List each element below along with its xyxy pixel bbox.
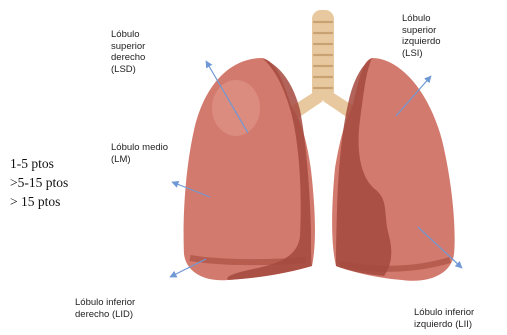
- legend-item: > 15 ptos: [10, 192, 68, 211]
- left-lung: [332, 58, 455, 281]
- label-lsd-line: Lóbulo: [111, 29, 145, 41]
- label-lid: Lóbulo inferior derecho (LID): [75, 297, 135, 320]
- label-lsd: Lóbulo superior derecho (LSD): [111, 29, 145, 75]
- score-legend: 1-5 ptos >5-15 ptos > 15 ptos: [10, 154, 68, 211]
- label-lsi-line: Lóbulo: [402, 13, 441, 25]
- label-lsi-line: (LSI): [402, 48, 441, 60]
- label-lsd-line: (LSD): [111, 64, 145, 76]
- right-lung: [184, 58, 315, 280]
- label-lsd-line: superior: [111, 41, 145, 53]
- label-lid-line: Lóbulo inferior: [75, 297, 135, 309]
- label-lm-line: (LM): [111, 154, 168, 166]
- label-lm: Lóbulo medio (LM): [111, 142, 168, 165]
- label-lsd-line: derecho: [111, 52, 145, 64]
- label-lm-line: Lóbulo medio: [111, 142, 168, 154]
- label-lii-line: Lóbulo inferior: [414, 307, 474, 319]
- legend-item: 1-5 ptos: [10, 154, 68, 173]
- label-lii-line: izquierdo (LII): [414, 319, 474, 331]
- label-lsi-line: superior: [402, 25, 441, 37]
- label-lid-line: derecho (LID): [75, 309, 135, 321]
- label-lsi-line: izquierdo: [402, 36, 441, 48]
- label-lii: Lóbulo inferior izquierdo (LII): [414, 307, 474, 330]
- label-lsi: Lóbulo superior izquierdo (LSI): [402, 13, 441, 59]
- legend-item: >5-15 ptos: [10, 173, 68, 192]
